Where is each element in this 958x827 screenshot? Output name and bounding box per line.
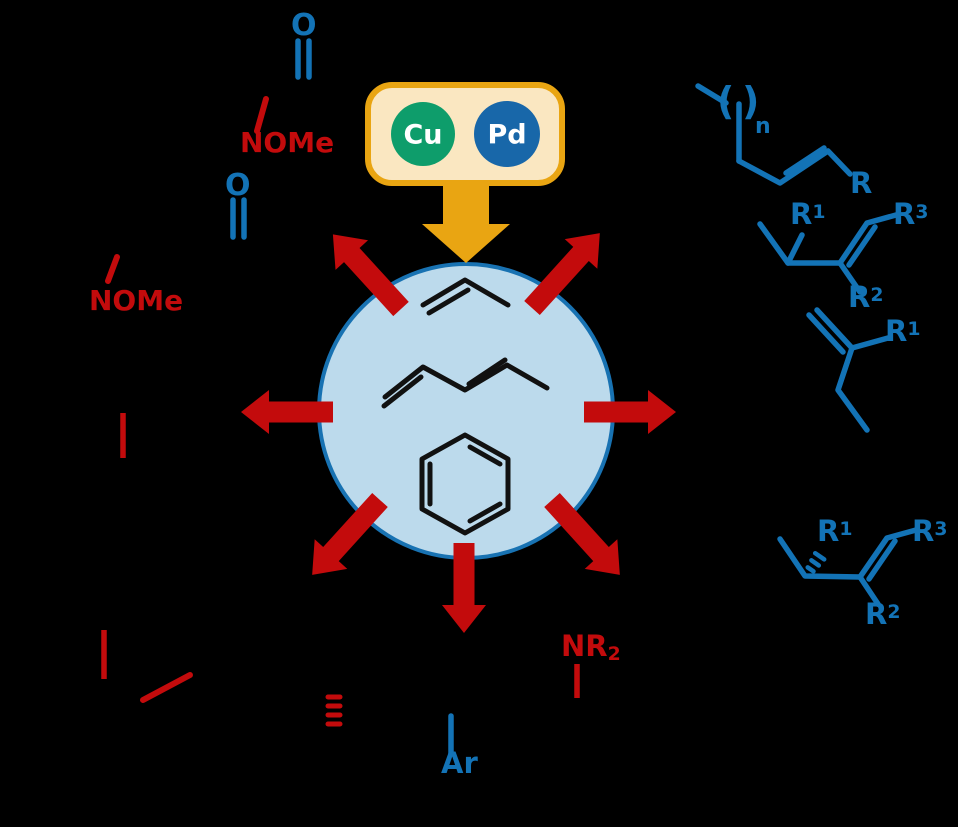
cu-catalyst-circle	[391, 102, 455, 166]
red-bond-fragments	[101, 413, 193, 703]
pd-catalyst-circle	[474, 101, 540, 167]
nome-label-mid: NOMe	[89, 284, 184, 317]
macrocycle-chain-structure	[695, 83, 853, 186]
arrow-south	[442, 543, 486, 633]
o-label-mid: O	[225, 168, 251, 203]
arrow-southwest	[312, 492, 388, 575]
r1-label-b: R1	[885, 314, 921, 348]
catalyst-down-arrow	[422, 181, 510, 263]
r1-label-c: R1	[817, 514, 853, 548]
nome-label-top: NOMe	[240, 126, 335, 159]
paren-open-label: (	[717, 79, 735, 123]
r2-label-a: R2	[848, 280, 884, 314]
alkene-structure	[420, 277, 511, 316]
r1-label-a: R1	[790, 197, 826, 231]
catalyst-box	[365, 82, 565, 263]
red-arrows	[241, 233, 676, 633]
o-label-top: O	[291, 8, 317, 43]
stereo-alkene-structure	[777, 527, 919, 607]
repeat-n-label: n	[755, 114, 771, 139]
oxime-left-structure	[105, 197, 247, 284]
r3-label-a: R3	[893, 197, 929, 231]
benzene-structure	[419, 432, 511, 536]
pd-label: Pd	[487, 119, 527, 151]
oxime-top-structure	[254, 38, 312, 134]
trisubstituted-alkene-structure	[757, 212, 899, 295]
nr2-label: NR2	[561, 629, 621, 665]
arrow-northwest	[332, 234, 409, 317]
cu-label: Cu	[403, 119, 443, 151]
arrow-east	[584, 390, 676, 434]
ar-label: Ar	[441, 746, 478, 780]
arrow-northeast	[524, 233, 600, 316]
r2-label-b: R2	[865, 597, 901, 631]
r3-label-b: R3	[912, 514, 948, 548]
arrow-west	[241, 390, 333, 434]
paren-close-label: )	[742, 79, 760, 123]
disubstituted-alkene-structure	[806, 307, 891, 433]
arrow-southeast	[544, 492, 620, 575]
r-label: R	[850, 166, 873, 200]
diene-structure	[381, 357, 550, 409]
hashed-wedge-bond	[325, 694, 343, 727]
